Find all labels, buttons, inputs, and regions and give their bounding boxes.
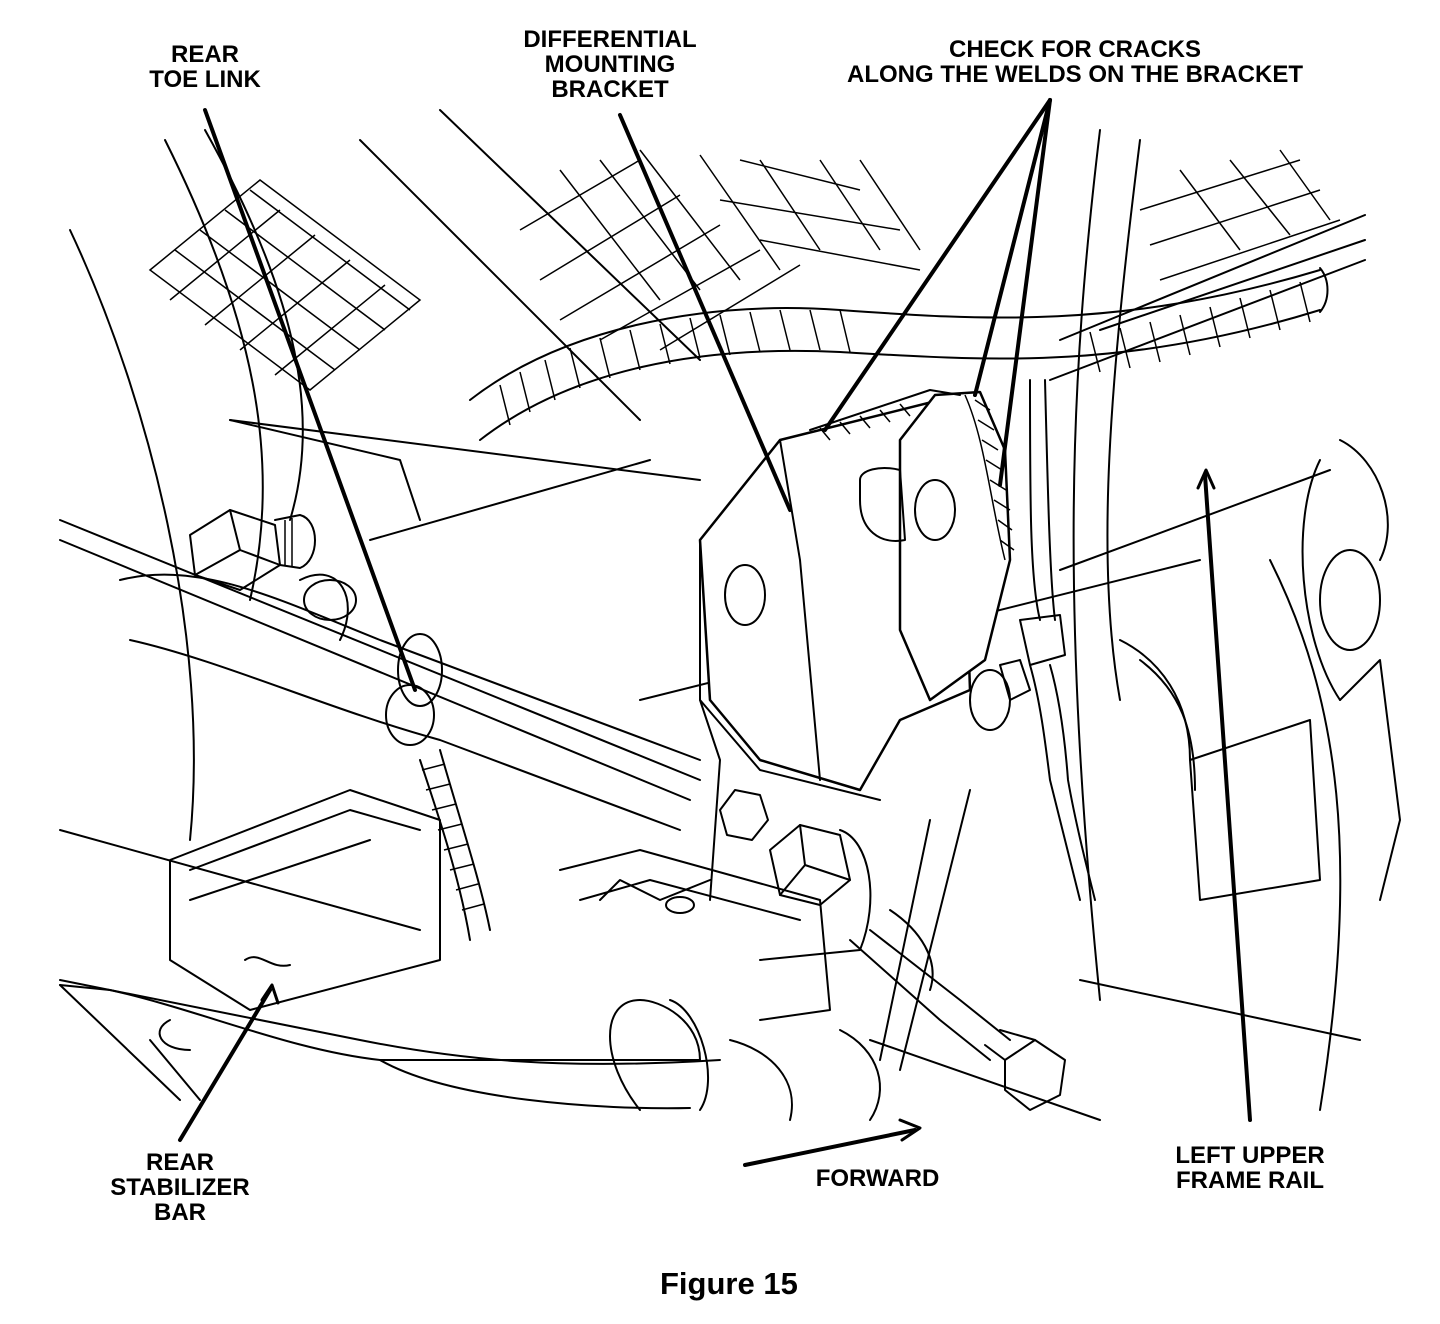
wiring-harness bbox=[469, 267, 1329, 441]
flex-hose bbox=[419, 749, 491, 941]
bracket-bolts bbox=[719, 789, 1066, 1111]
lower-housing bbox=[169, 789, 831, 1021]
background-body-lines bbox=[59, 109, 1361, 1121]
crosshatch-panels bbox=[148, 149, 1341, 391]
figure-caption: Figure 15 bbox=[660, 1266, 798, 1301]
label-check-for-cracks: CHECK FOR CRACKS ALONG THE WELDS ON THE … bbox=[847, 36, 1303, 88]
pointer-arrows bbox=[178, 98, 1252, 1167]
brake-line-clamp bbox=[969, 379, 1096, 901]
differential-bracket bbox=[599, 389, 1015, 914]
label-rear-toe-link: REAR TOE LINK bbox=[149, 41, 261, 93]
toe-link-arm bbox=[59, 419, 701, 831]
stabilizer-bar bbox=[59, 956, 881, 1121]
label-left-upper-frame-rail: LEFT UPPER FRAME RAIL bbox=[1175, 1142, 1325, 1194]
label-differential-mounting-bracket: DIFFERENTIAL MOUNTING BRACKET bbox=[523, 26, 697, 103]
toe-link-bolt bbox=[189, 509, 349, 641]
label-forward: FORWARD bbox=[815, 1165, 940, 1192]
frame-rail-shape bbox=[1049, 214, 1401, 901]
label-rear-stabilizer-bar: REAR STABILIZER BAR bbox=[110, 1149, 250, 1226]
